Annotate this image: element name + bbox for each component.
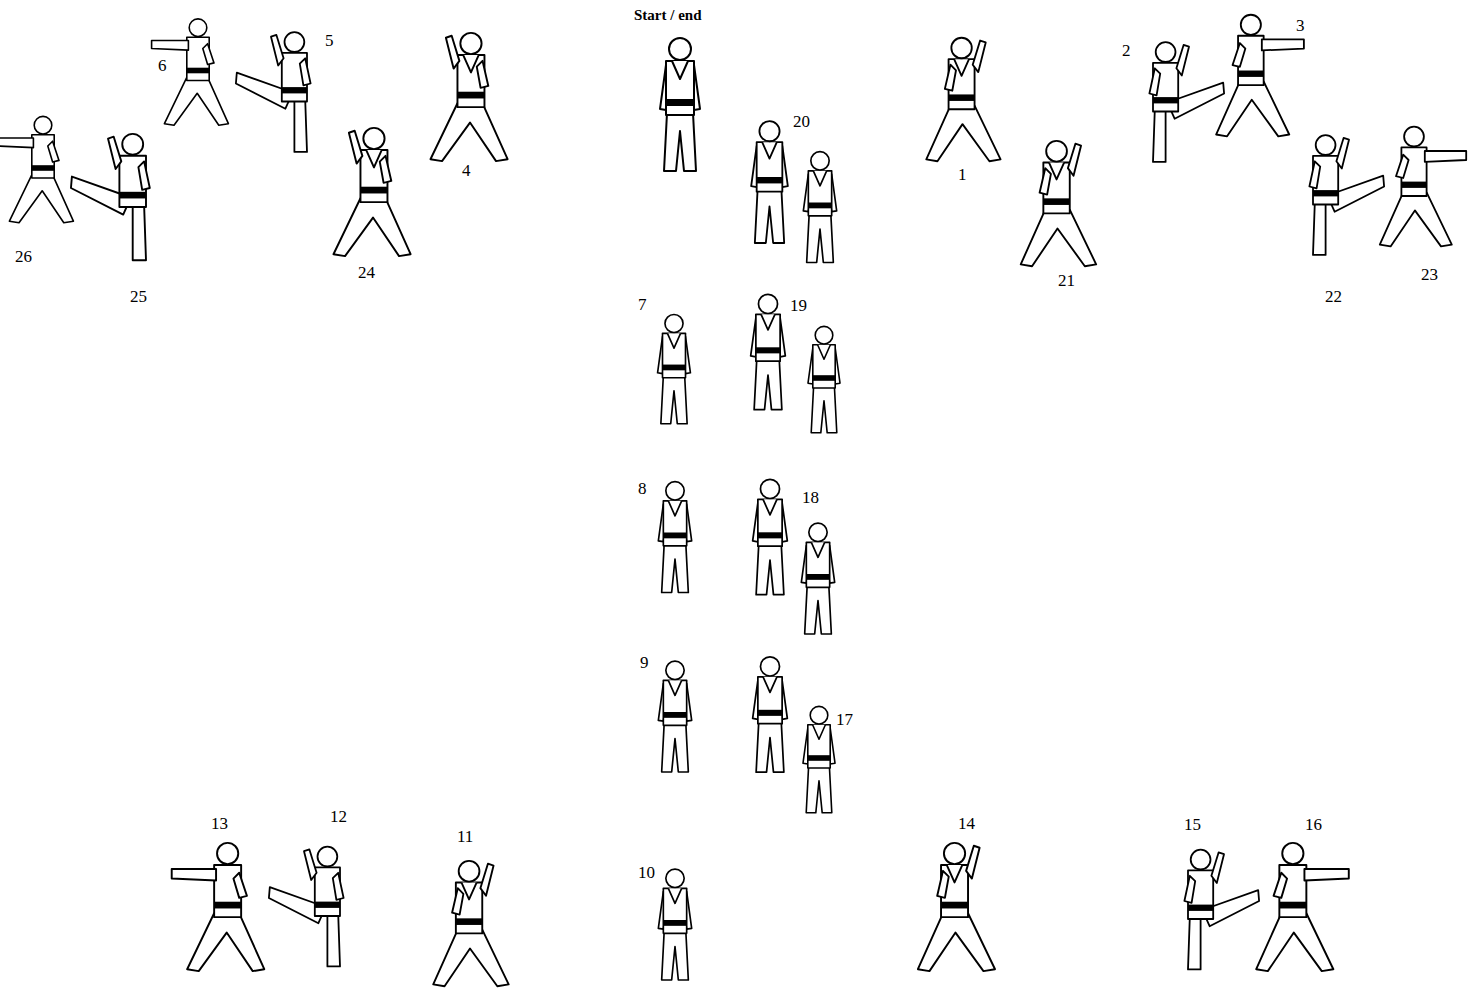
callout-number: 17 bbox=[836, 711, 853, 728]
callout-number: 10 bbox=[638, 864, 655, 881]
callout-number: 26 bbox=[15, 248, 32, 265]
callout-number: 5 bbox=[325, 32, 334, 49]
callout-number: 4 bbox=[462, 162, 471, 179]
callout-number: 2 bbox=[1122, 42, 1131, 59]
callout-number: 22 bbox=[1325, 288, 1342, 305]
callout-number: 9 bbox=[640, 654, 649, 671]
callout-number: 8 bbox=[638, 480, 647, 497]
callout-number: 3 bbox=[1296, 17, 1305, 34]
start-label: Start / end bbox=[634, 8, 702, 23]
callout-number: 24 bbox=[358, 264, 375, 281]
callout-number: 14 bbox=[958, 815, 975, 832]
callout-number: 11 bbox=[457, 828, 473, 845]
callout-number: 16 bbox=[1305, 816, 1322, 833]
callout-number: 13 bbox=[211, 815, 228, 832]
callout-number: 1 bbox=[958, 166, 967, 183]
callout-number: 7 bbox=[638, 296, 647, 313]
callout-number: 6 bbox=[158, 57, 167, 74]
callout-number: 15 bbox=[1184, 816, 1201, 833]
callout-number: 21 bbox=[1058, 272, 1075, 289]
callout-number: 20 bbox=[793, 113, 810, 130]
callout-number: 18 bbox=[802, 489, 819, 506]
callout-number: 12 bbox=[330, 808, 347, 825]
callout-number: 19 bbox=[790, 297, 807, 314]
callout-number: 23 bbox=[1421, 266, 1438, 283]
callout-number: 25 bbox=[130, 288, 147, 305]
